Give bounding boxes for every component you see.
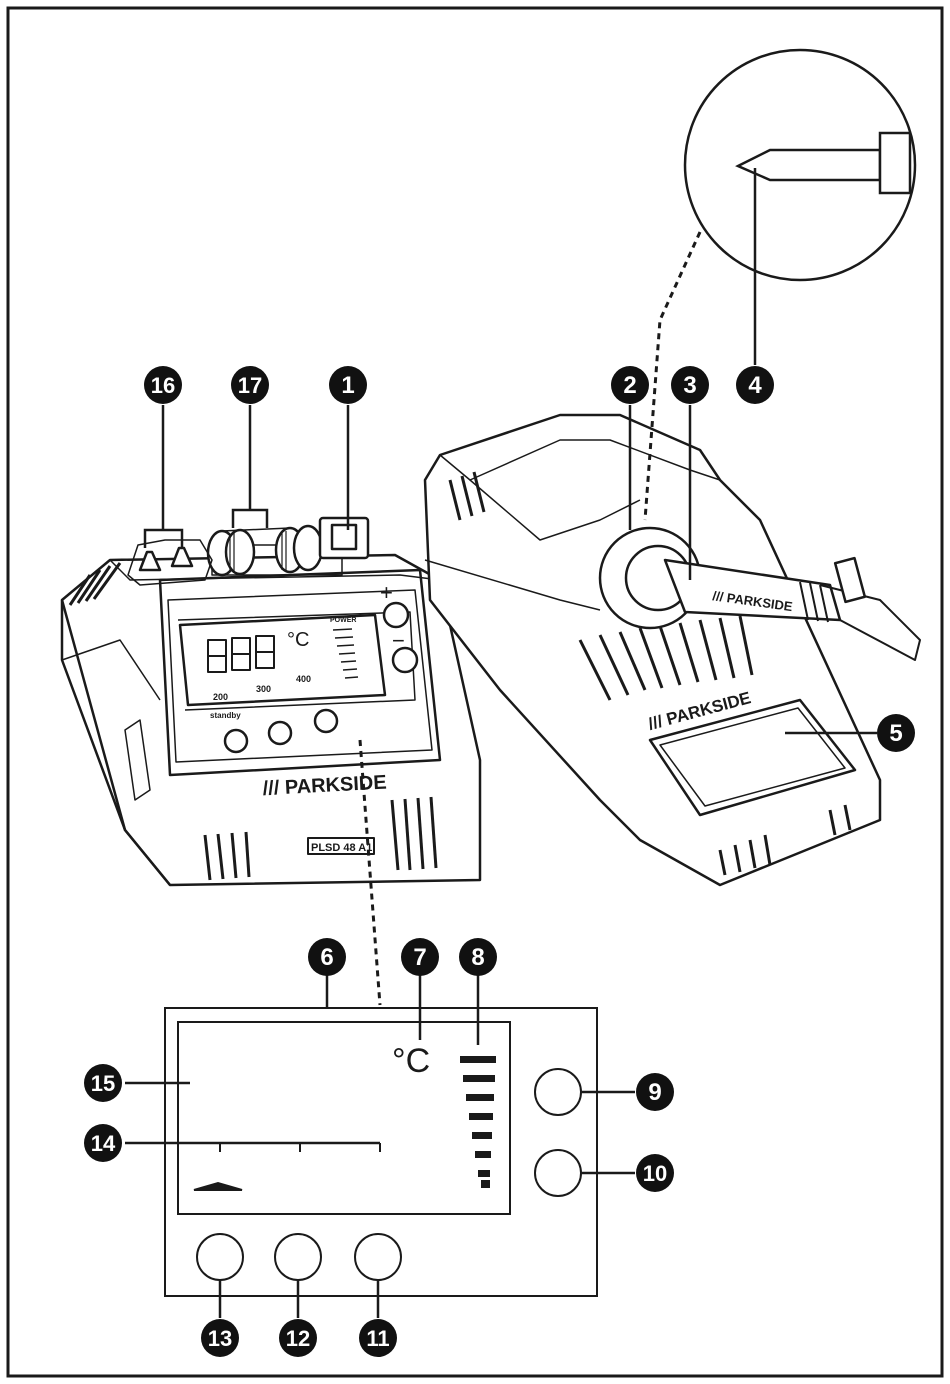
svg-text:15: 15 — [91, 1071, 115, 1096]
station-display-unit: °C — [287, 629, 309, 651]
display-panel-detail — [165, 1008, 597, 1296]
callout-5: 5 — [877, 714, 915, 752]
svg-text:3: 3 — [683, 372, 696, 399]
callout-4: 4 — [736, 366, 774, 404]
station-standby-label: standby — [210, 711, 241, 720]
station-plus-sign: + — [380, 580, 393, 605]
station-power-label: POWER — [330, 617, 356, 624]
svg-text:13: 13 — [208, 1326, 232, 1351]
callout-13: 13 — [201, 1319, 239, 1357]
callout-14: 14 — [84, 1124, 122, 1162]
svg-text:11: 11 — [366, 1326, 389, 1351]
svg-text:7: 7 — [413, 944, 426, 971]
panel-detail-unit: °C — [392, 1042, 430, 1080]
svg-text:17: 17 — [238, 373, 262, 398]
callout-1: 1 — [329, 366, 367, 404]
station-preset-200-label: 200 — [213, 692, 228, 702]
callout-15: 15 — [84, 1064, 122, 1102]
station-minus-sign: − — [392, 628, 405, 653]
iron-holder — [425, 415, 920, 885]
callout-11: 11 — [359, 1319, 397, 1357]
callout-3: 3 — [671, 366, 709, 404]
station-preset-400-label: 400 — [296, 674, 311, 684]
callout-2: 2 — [611, 366, 649, 404]
svg-text:6: 6 — [320, 944, 333, 971]
callout-16: 16 — [144, 366, 182, 404]
tip-detail-view — [685, 50, 915, 280]
soldering-station — [62, 518, 480, 885]
callout-7: 7 — [401, 938, 439, 976]
callout-6: 6 — [308, 938, 346, 976]
svg-text:16: 16 — [151, 373, 175, 398]
svg-text:9: 9 — [648, 1079, 661, 1106]
svg-text:12: 12 — [286, 1326, 310, 1351]
svg-text:1: 1 — [341, 372, 354, 399]
svg-text:4: 4 — [748, 372, 762, 399]
callout-10: 10 — [636, 1154, 674, 1192]
station-model: PLSD 48 A1 — [311, 842, 372, 854]
svg-text:5: 5 — [889, 720, 902, 747]
callout-12: 12 — [279, 1319, 317, 1357]
svg-text:8: 8 — [471, 944, 484, 971]
station-preset-300-label: 300 — [256, 684, 271, 694]
callout-9: 9 — [636, 1073, 674, 1111]
svg-text:2: 2 — [623, 372, 636, 399]
svg-text:14: 14 — [91, 1131, 116, 1156]
svg-text:10: 10 — [643, 1161, 667, 1186]
callout-17: 17 — [231, 366, 269, 404]
callout-8: 8 — [459, 938, 497, 976]
